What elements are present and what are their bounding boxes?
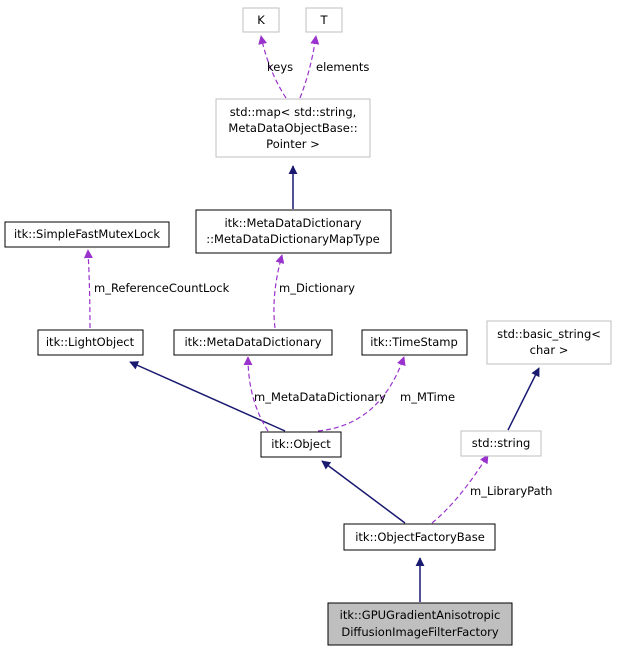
node-k-label: K (257, 13, 265, 27)
node-factorybase[interactable]: itk::ObjectFactoryBase (343, 523, 496, 551)
node-mdd[interactable]: itk::MetaDataDictionary (173, 329, 333, 356)
edge-m-dictionary (273, 254, 285, 329)
label-m-librarypath: m_LibraryPath (470, 484, 552, 498)
node-std-map[interactable]: std::map< std::string, MetaDataObjectBas… (215, 98, 371, 158)
node-t[interactable]: T (305, 7, 343, 33)
node-std-map-line-3: Pointer > (266, 137, 320, 151)
node-timestamp-label: itk::TimeStamp (370, 335, 458, 349)
node-k[interactable]: K (242, 7, 280, 33)
inheritance-edges (129, 165, 540, 602)
node-basic-string-line-2: char > (530, 343, 569, 357)
node-mutexlock-label: itk::SimpleFastMutexLock (14, 227, 160, 241)
node-focus-line-2: DiffusionImageFilterFactory (341, 625, 498, 639)
node-t-label: T (319, 13, 328, 27)
node-std-string[interactable]: std::string (460, 430, 542, 457)
node-focus-line-1: itk::GPUGradientAnisotropic (340, 608, 501, 622)
label-keys: keys (267, 60, 293, 74)
node-factorybase-label: itk::ObjectFactoryBase (355, 530, 485, 544)
node-mdd-maptype-line-1: itk::MetaDataDictionary (224, 216, 361, 230)
node-basic-string-line-1: std::basic_string< (497, 327, 601, 341)
edge-m-mtime (317, 356, 406, 432)
edge-factorybase-to-object (321, 460, 406, 524)
edge-elements (299, 35, 320, 99)
edge-m-referencecountlock (83, 249, 93, 329)
node-lightobject-label: itk::LightObject (46, 335, 135, 349)
node-std-map-line-1: std::map< std::string, (230, 105, 357, 119)
edge-labels: keys elements m_Dictionary m_ReferenceCo… (94, 60, 552, 498)
node-mdd-maptype[interactable]: itk::MetaDataDictionary ::MetaDataDictio… (195, 209, 392, 254)
edge-keys (258, 35, 287, 99)
node-object-label: itk::Object (271, 437, 331, 451)
label-m-metadatadictionary: m_MetaDataDictionary (254, 390, 386, 404)
node-mdd-label: itk::MetaDataDictionary (184, 335, 321, 349)
node-std-string-label: std::string (472, 436, 531, 450)
node-mutexlock[interactable]: itk::SimpleFastMutexLock (4, 221, 170, 248)
node-timestamp[interactable]: itk::TimeStamp (361, 329, 468, 356)
usage-edges (83, 35, 489, 524)
node-basic-string[interactable]: std::basic_string< char > (486, 320, 612, 365)
edge-object-to-lightobject (129, 361, 286, 432)
label-m-mtime: m_MTime (400, 390, 455, 404)
node-std-map-line-2: MetaDataObjectBase:: (228, 121, 357, 135)
node-object[interactable]: itk::Object (260, 431, 342, 458)
edge-std-string-to-basic-string (507, 367, 540, 431)
label-m-dictionary: m_Dictionary (279, 281, 355, 295)
node-focus-class[interactable]: itk::GPUGradientAnisotropic DiffusionIma… (327, 602, 513, 646)
node-lightobject[interactable]: itk::LightObject (37, 329, 144, 356)
label-elements: elements (316, 60, 369, 74)
node-mdd-maptype-line-2: ::MetaDataDictionaryMapType (206, 232, 379, 246)
label-m-referencecountlock: m_ReferenceCountLock (94, 281, 230, 295)
